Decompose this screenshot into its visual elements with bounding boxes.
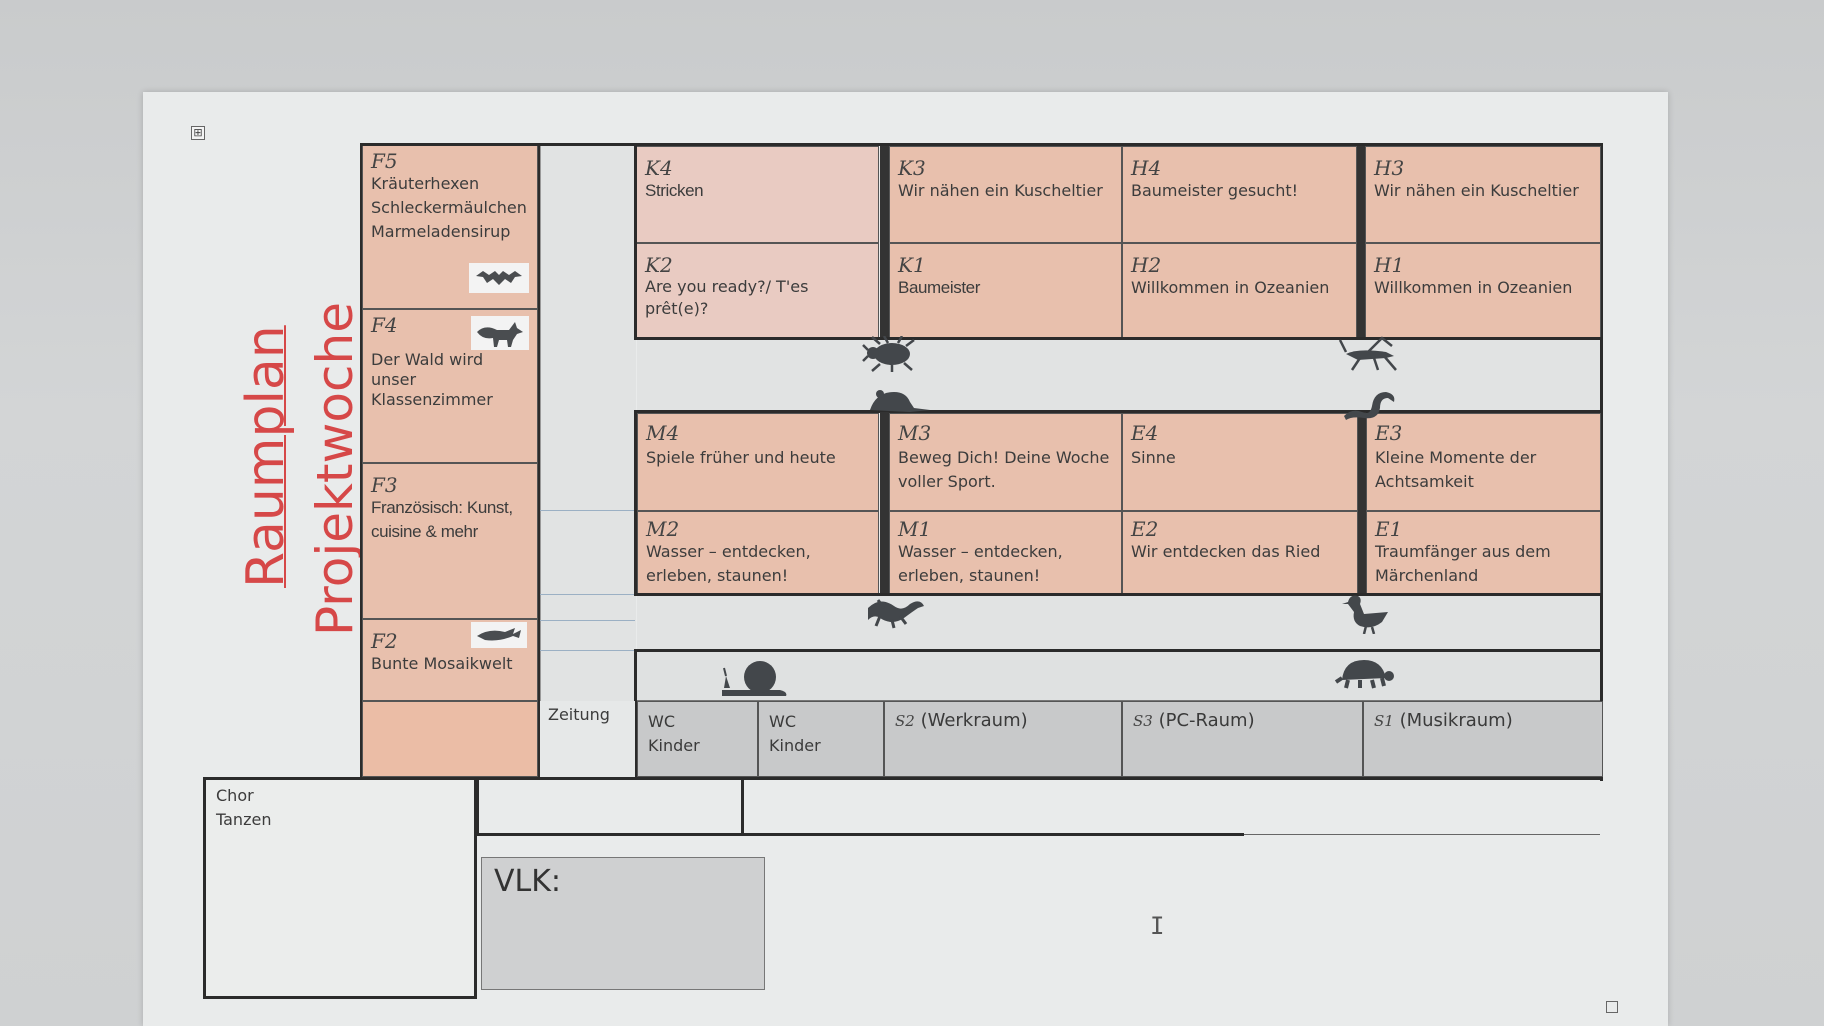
room-m1: M1 Wasser – entdecken, erleben, staunen! (889, 511, 1122, 595)
corridor-line (540, 510, 635, 511)
wall (880, 146, 889, 340)
room-h2: H2 Willkommen in Ozeanien (1122, 243, 1357, 339)
salamander-icon (864, 594, 926, 630)
wall (1244, 834, 1600, 835)
room-code: F5 (371, 149, 398, 173)
corridor-left (540, 145, 636, 777)
room-h3: H3 Wir nähen ein Kuscheltier (1365, 146, 1601, 243)
turtle-icon (1334, 656, 1394, 692)
divider (637, 700, 1600, 701)
room-k2: K2 Are you ready?/ T'es prêt(e)? (636, 243, 879, 339)
zeitung-label: Zeitung (548, 705, 610, 724)
room-k1: K1 Baumeister (889, 243, 1122, 339)
room-e2: E2 Wir entdecken das Ried (1122, 511, 1358, 595)
right-border (1600, 143, 1603, 781)
room-k3: K3 Wir nähen ein Kuscheltier (889, 146, 1122, 243)
room-f2: F2 Bunte Mosaikwelt (362, 619, 538, 701)
beetle-icon (862, 336, 920, 372)
room-e4: E4 Sinne (1122, 413, 1358, 511)
room-s2: S2 (Werkraum) (884, 701, 1122, 777)
vlk-box: VLK: (481, 857, 765, 990)
room-k4: K4 Stricken (636, 146, 879, 243)
room-h4: H4 Baumeister gesucht! (1122, 146, 1357, 243)
wall (880, 412, 889, 595)
grasshopper-icon (1338, 336, 1402, 372)
wall (1357, 146, 1365, 340)
room-m3: M3 Beweg Dich! Deine Woche voller Sport. (889, 413, 1122, 511)
room-f3: F3 Französisch: Kunst, cuisine & mehr (362, 463, 538, 619)
wall (634, 649, 637, 779)
left-column-border-right (537, 144, 540, 778)
fish-icon (471, 622, 527, 648)
table-move-handle[interactable]: ⊞ (191, 126, 205, 140)
title-projektwoche: Projektwoche (306, 302, 364, 636)
room-m2: M2 Wasser – entdecken, erleben, staunen! (637, 511, 879, 595)
wall (360, 777, 1603, 780)
wall (636, 337, 1601, 340)
mouse-icon (866, 388, 932, 414)
bat-icon (469, 263, 529, 293)
wall (634, 410, 637, 595)
room-s3: S3 (PC-Raum) (1122, 701, 1363, 777)
room-e1: E1 Traumfänger aus dem Märchenland (1366, 511, 1601, 595)
left-column-border (360, 144, 363, 778)
duck-icon (1342, 594, 1394, 634)
outline (476, 779, 744, 834)
title-raumplan: Raumplan (236, 325, 296, 588)
room-empty-left (362, 701, 538, 777)
text-cursor: I (1150, 912, 1165, 940)
corridor-middle (637, 340, 1600, 412)
snail-icon (720, 660, 790, 696)
corridor-line (540, 650, 635, 651)
lizard-icon (1342, 386, 1398, 422)
fox-icon (471, 316, 529, 350)
wall (634, 410, 1601, 413)
room-h1: H1 Willkommen in Ozeanien (1365, 243, 1601, 339)
corridor-line (540, 620, 635, 621)
corridor-bottom (637, 652, 1600, 700)
wall (634, 649, 1603, 652)
room-e3: E3 Kleine Momente der Achtsamkeit (1366, 413, 1601, 511)
wall (476, 833, 1244, 836)
room-activity: Kräuterhexen Schleckermäulchen Marmelade… (371, 174, 527, 241)
corridor-line (540, 594, 635, 595)
top-border (360, 143, 1603, 146)
wall (1358, 412, 1366, 595)
resize-handle[interactable] (1606, 1001, 1618, 1013)
wall (634, 146, 637, 340)
wall (634, 593, 1601, 596)
room-m4: M4 Spiele früher und heute (637, 413, 879, 511)
zeitung-cell: Zeitung (540, 701, 635, 777)
room-s1: S1 (Musikraum) (1363, 701, 1603, 777)
corridor-lower (637, 596, 1600, 649)
room-f5: F5 Kräuterhexen Schleckermäulchen Marmel… (362, 145, 538, 309)
room-f4: F4 Der Wald wird unser Klassenzimmer (362, 309, 538, 463)
